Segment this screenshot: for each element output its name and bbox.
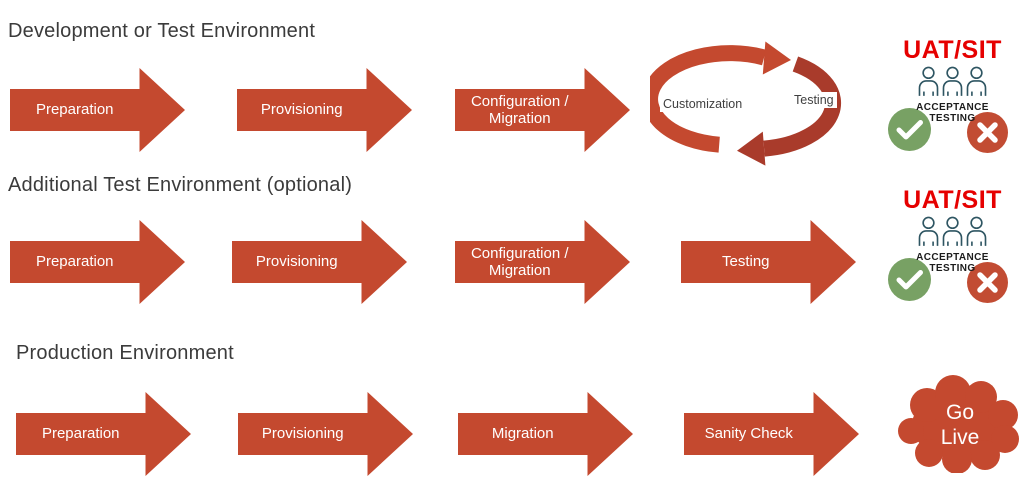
step-arrow-provisioning: Provisioning [238,392,413,476]
cross-circle-icon [967,112,1008,153]
acceptance-testing-caption: ACCEPTANCE TESTING [884,102,1021,124]
step-label: Testing [721,253,770,271]
uat-sit-title: UAT/SIT [903,186,1002,214]
step-label: Preparation [35,253,114,271]
step-arrow-preparation: Preparation [10,68,185,152]
step-label: Migration [491,425,554,443]
section-title-dev-test: Development or Test Environment [8,20,316,42]
step-arrow-preparation: Preparation [16,392,191,476]
step-label: Configuration / Migration [470,92,569,127]
uat-sit-title: UAT/SIT [903,36,1002,64]
step-label: Configuration / Migration [470,244,569,279]
step-arrow-sanity-check: Sanity Check [684,392,859,476]
section-title-additional-test: Additional Test Environment (optional) [8,174,353,196]
person-icon [918,216,939,246]
person-icon [966,216,987,246]
step-label: Provisioning [260,101,343,119]
step-label: Provisioning [255,253,338,271]
step-arrow-configuration-migration: Configuration / Migration [455,68,630,152]
caption-line: ACCEPTANCE [916,252,989,263]
step-arrow-migration: Migration [458,392,633,476]
caption-line: TESTING [929,263,976,274]
step-arrow-testing: Testing [681,220,856,304]
step-arrow-provisioning: Provisioning [237,68,412,152]
check-circle-icon [888,258,931,301]
person-icon [942,66,963,96]
acceptance-testers-group [884,216,1021,246]
check-circle-icon [888,108,931,151]
step-label: Preparation [41,425,120,443]
cross-circle-icon [967,262,1008,303]
step-arrow-configuration-migration: Configuration / Migration [455,220,630,304]
step-label: Preparation [35,101,114,119]
cloud-icon: Go Live [898,375,1019,474]
step-label: Provisioning [261,425,344,443]
person-icon [966,66,987,96]
acceptance-testers-group [884,66,1021,96]
caption-line: TESTING [929,113,976,124]
acceptance-testing-caption: ACCEPTANCE TESTING [884,252,1021,274]
customization-testing-cycle: Customization Testing [650,38,860,173]
caption-line: ACCEPTANCE [916,102,989,113]
section-title-production: Production Environment [16,342,234,364]
uat-sit-block: UAT/SIT [884,38,1021,156]
go-live-line2: Live [941,426,980,449]
go-live-cloud: Go Live [897,371,1023,474]
person-icon [942,216,963,246]
step-arrow-preparation: Preparation [10,220,185,304]
cycle-label-customization: Customization [660,96,746,112]
go-live-line1: Go [946,401,974,424]
person-icon [918,66,939,96]
cycle-label-testing: Testing [791,92,837,108]
step-arrow-provisioning: Provisioning [232,220,407,304]
uat-sit-block: UAT/SIT [884,188,1021,306]
cycle-arrows-icon [650,41,842,166]
step-label: Sanity Check [704,425,793,443]
